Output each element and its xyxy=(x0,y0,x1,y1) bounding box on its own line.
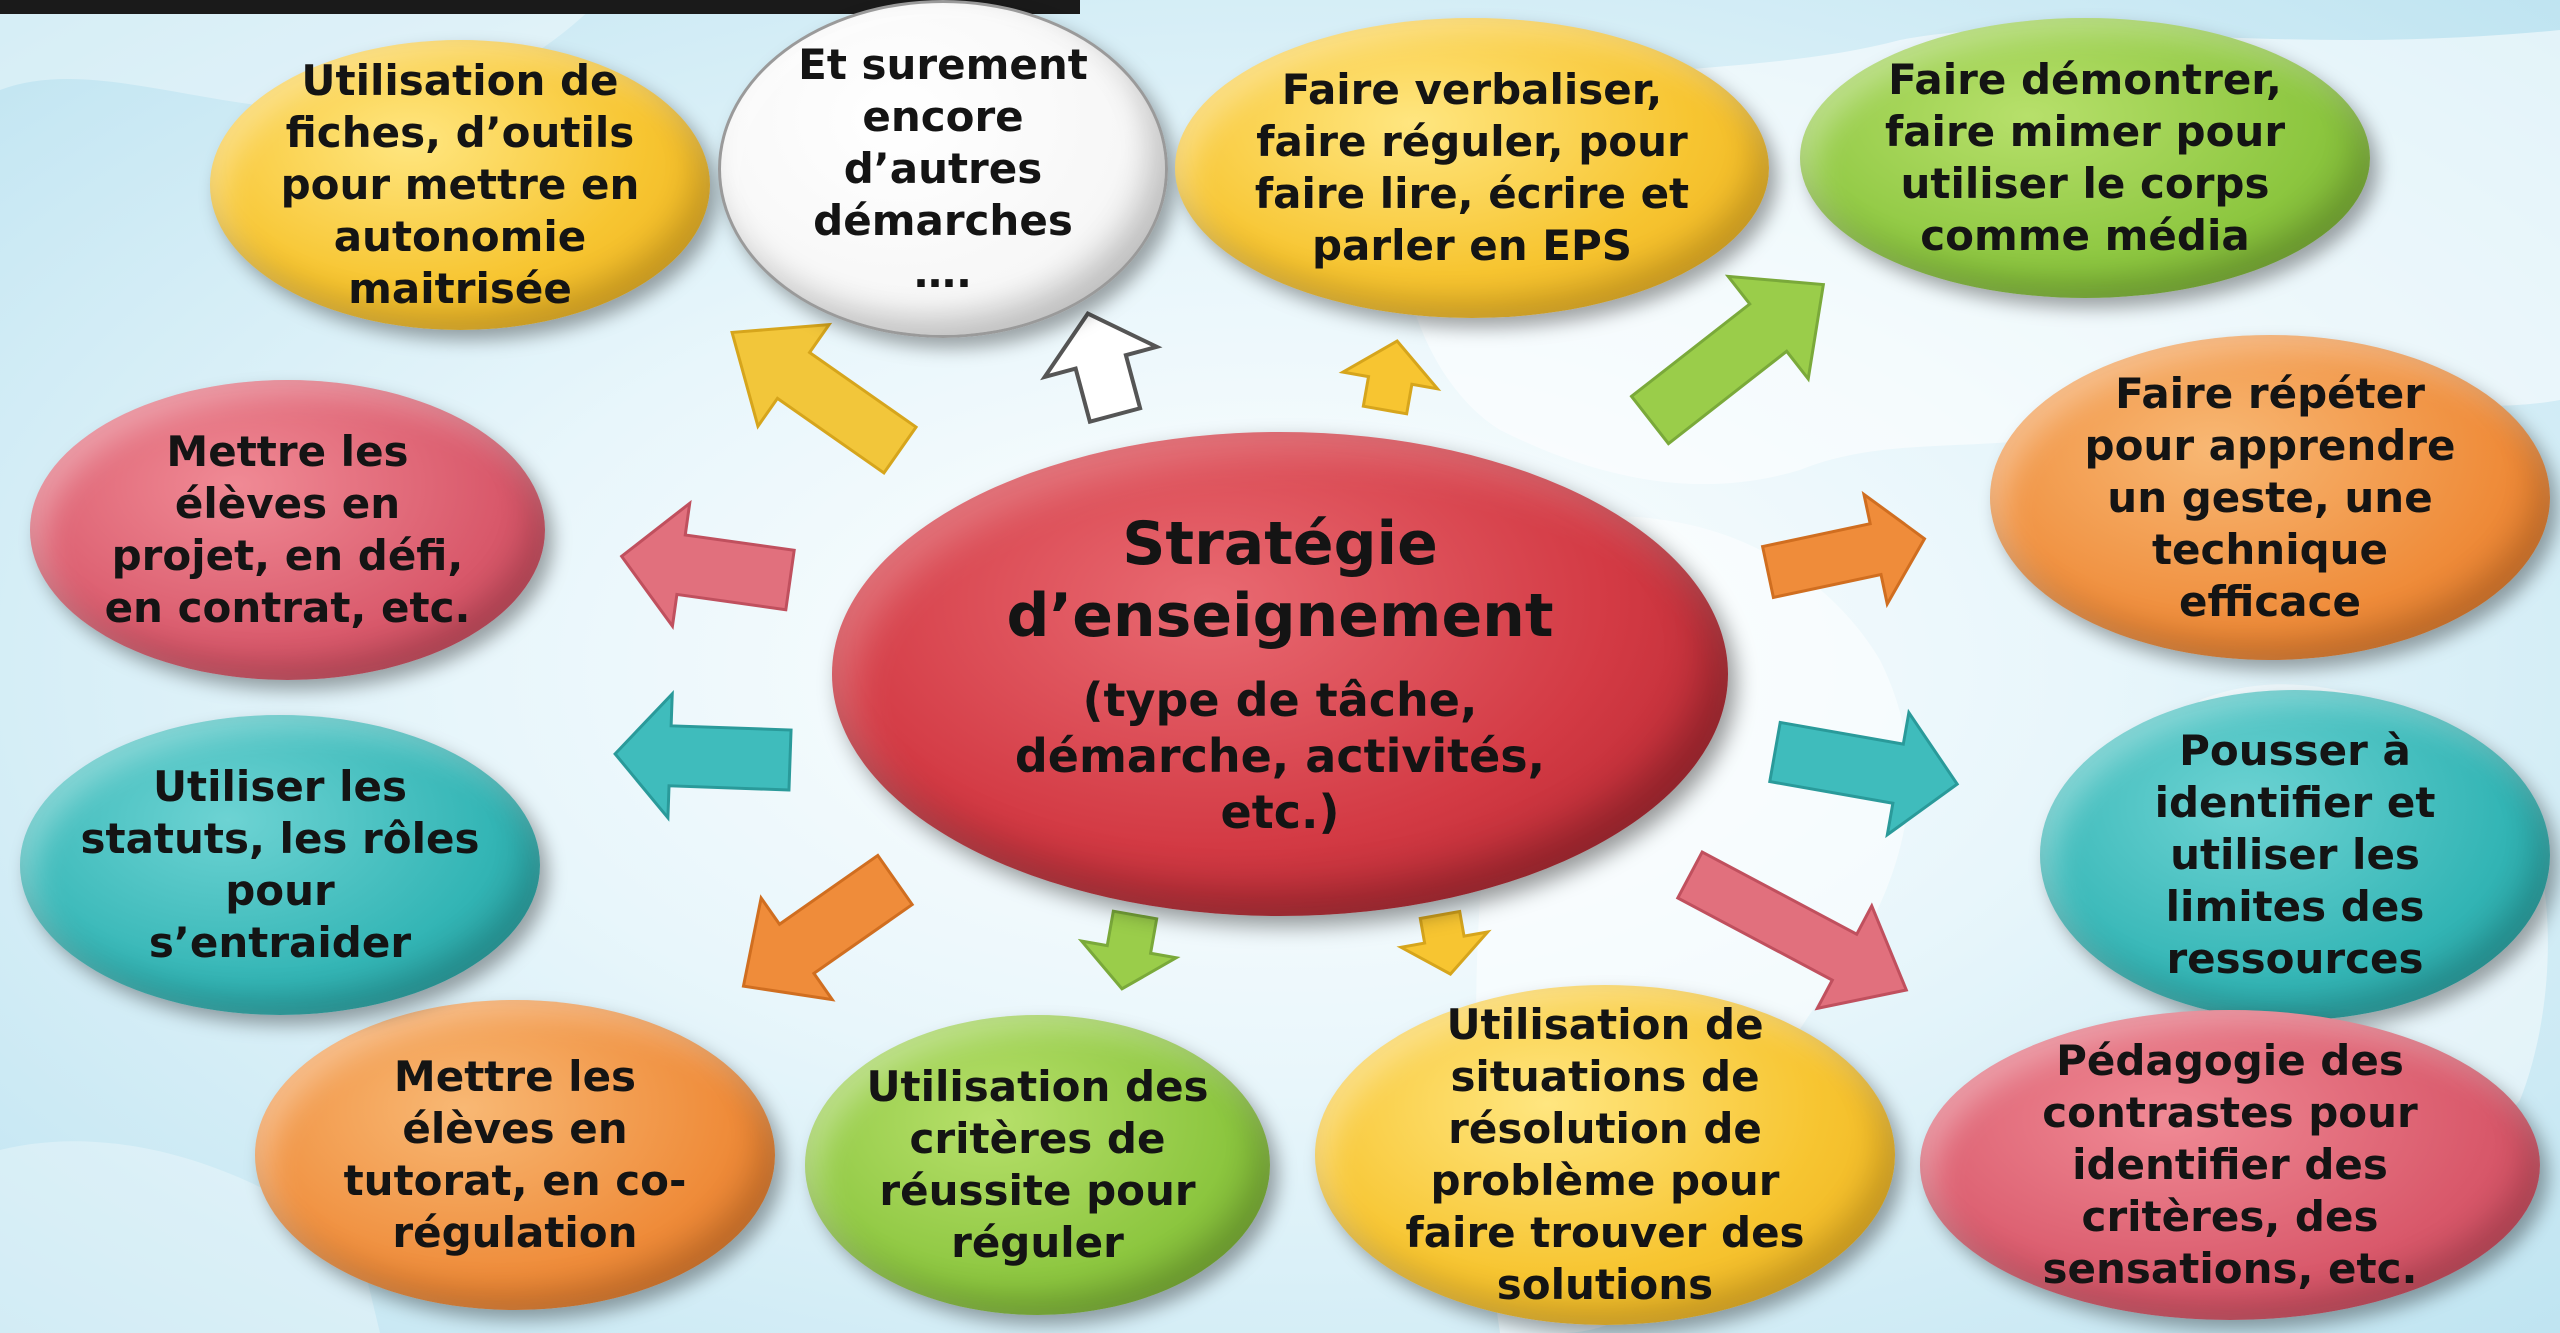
node-statuts: Utiliser les statuts, les rôles pour s’e… xyxy=(20,715,540,1015)
node-verbaliser: Faire verbaliser, faire réguler, pour fa… xyxy=(1175,18,1769,318)
node-criteres: Utilisation des critères de réussite pou… xyxy=(805,1015,1270,1315)
arrow-to-statuts xyxy=(613,689,793,822)
node-repeter: Faire répéter pour apprendre un geste, u… xyxy=(1990,335,2550,660)
node-fiches: Utilisation de fiches, d’outils pour met… xyxy=(210,40,710,330)
arrow-to-autres xyxy=(1040,311,1163,425)
node-tutorat: Mettre les élèves en tutorat, en co- rég… xyxy=(255,1000,775,1310)
arrow-to-repeter xyxy=(1760,490,1927,609)
arrow-to-contrastes xyxy=(1675,850,1909,1011)
node-demontrer: Faire démontrer, faire mimer pour utilis… xyxy=(1800,18,2370,298)
node-problemes: Utilisation de situations de résolution … xyxy=(1315,985,1895,1325)
node-limites: Pousser à identifier et utiliser les lim… xyxy=(2040,690,2550,1020)
arrow-to-verbaliser xyxy=(1338,339,1442,416)
arrow-to-demontrer xyxy=(1629,274,1826,446)
top-title-bar-fragment xyxy=(0,0,1080,14)
arrow-to-projet xyxy=(619,499,796,630)
arrow-to-fiches xyxy=(730,322,919,476)
arrow-to-tutorat xyxy=(741,853,915,1002)
node-autres-demarches: Et surement encore d’autres démarches …. xyxy=(718,0,1168,338)
central-node-subtitle: (type de tâche, démarche, activités, etc… xyxy=(1014,673,1546,839)
arrow-to-limites xyxy=(1768,708,1960,839)
arrow-to-problemes xyxy=(1396,909,1492,976)
central-node-title: Stratégie d’enseignement xyxy=(1006,509,1554,651)
arrow-to-criteres xyxy=(1077,909,1181,991)
central-node-strategie: Stratégie d’enseignement (type de tâche,… xyxy=(832,432,1728,916)
node-contrastes: Pédagogie des contrastes pour identifier… xyxy=(1920,1010,2540,1320)
node-projet: Mettre les élèves en projet, en défi, en… xyxy=(30,380,545,680)
